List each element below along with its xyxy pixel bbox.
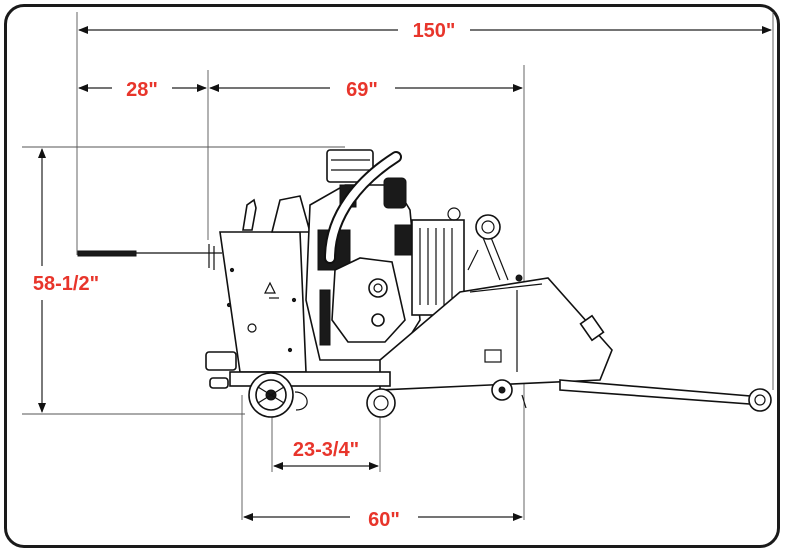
tail-bar [559,379,772,412]
rear-wheel [366,388,396,418]
axle-offset-label: 23-3/4" [293,439,359,461]
front-wheel [248,372,308,418]
front-pointer-rod [77,244,222,270]
radiator-grille [411,207,465,316]
height-label: 58-1/2" [33,273,99,295]
floor-saw-illustration [77,149,772,418]
caster-wheel [491,379,527,409]
body-length-label: 69" [346,79,378,101]
guard-bracket [270,195,312,233]
front-overhang-label: 28" [126,79,158,101]
engine [305,149,421,361]
wheelbase-label: 60" [368,509,400,531]
rear-guide-wheel [467,214,509,281]
diagram-frame [4,4,780,548]
water-valve [205,351,237,371]
rear-chassis [375,274,613,391]
overall-length-label: 150" [413,20,456,42]
dimension-lines [38,26,772,521]
